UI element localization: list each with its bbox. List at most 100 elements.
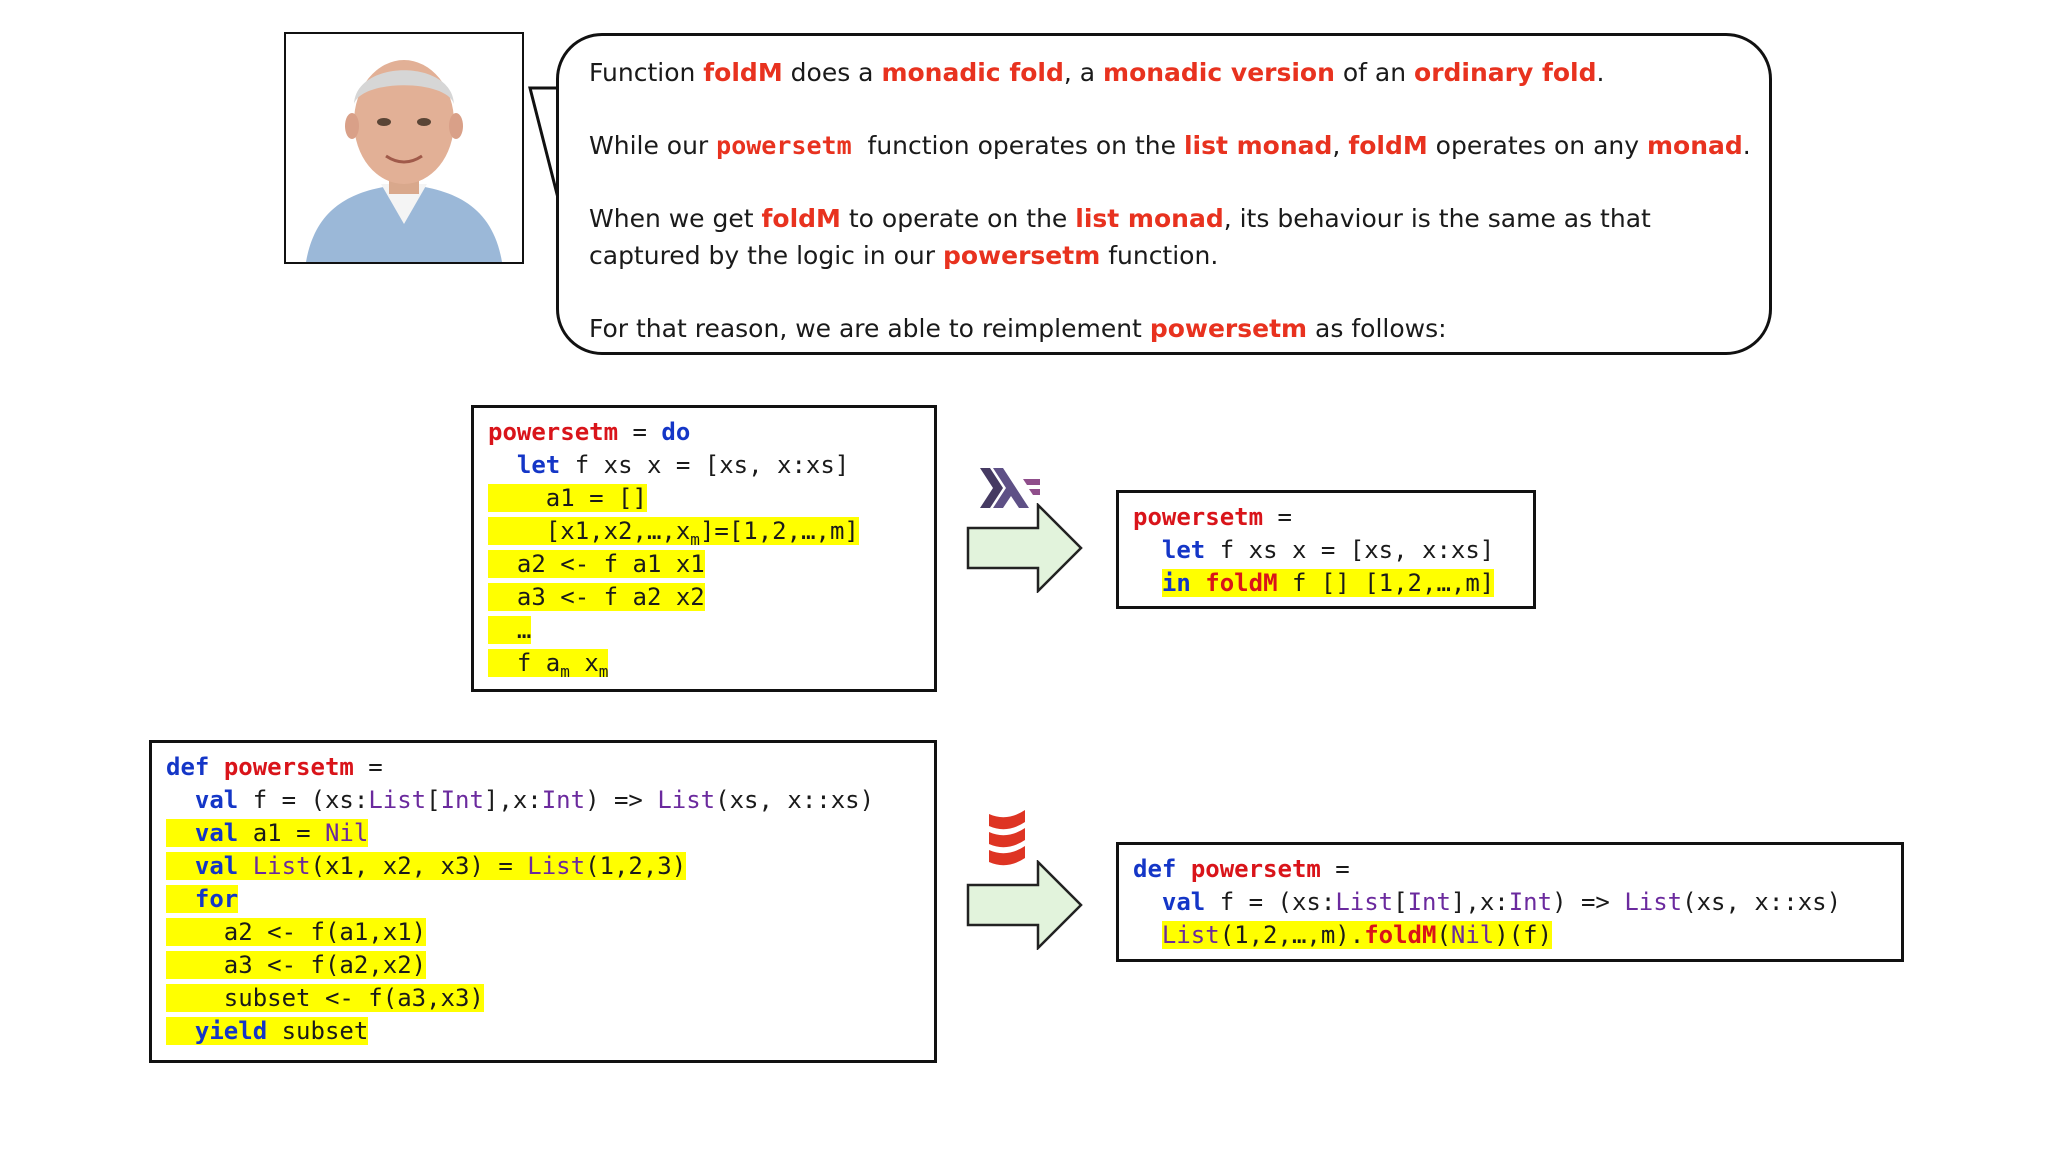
code-type: List: [1161, 921, 1220, 949]
code-type: Int: [541, 786, 586, 814]
code-highlighted: a3 <- f a2 x2: [488, 583, 705, 611]
code-keyword: yield: [194, 1017, 268, 1045]
code-function-name: powersetm: [223, 753, 354, 781]
code-text: =: [1320, 855, 1350, 883]
code-text: (x1, x2, x3) =: [310, 852, 528, 880]
code-type: List: [1624, 888, 1683, 916]
bubble-paragraph-2: While our powersetm function operates on…: [589, 127, 1759, 164]
haskell-code-before: powersetm = do let f xs x = [xs, x:xs] a…: [471, 405, 937, 692]
text: , its behaviour is the same as that capt…: [589, 204, 1651, 270]
code-text: ]=[1,2,…,m]: [699, 517, 859, 545]
code-highlighted: [x1,x2,…,xm]=[1,2,…,m]: [488, 517, 859, 549]
code-line: a2 <- f a1 x1: [488, 548, 934, 581]
text: as follows:: [1307, 314, 1447, 343]
code-type: Nil: [324, 819, 369, 847]
code-line: List(1,2,…,m).foldM(Nil)(f): [1133, 919, 1901, 952]
code-text: =: [618, 418, 662, 446]
code-line: for: [166, 883, 934, 916]
code-text: f xs x = [xs, x:xs]: [1205, 536, 1495, 564]
code-text: [238, 852, 252, 880]
text: .: [1596, 58, 1605, 87]
code-text: ) =>: [1552, 888, 1625, 916]
code-line: val f = (xs:List[Int],x:Int) => List(xs,…: [166, 784, 934, 817]
scala-code-before: def powersetm = val f = (xs:List[Int],x:…: [149, 740, 937, 1063]
code-type: List: [657, 786, 716, 814]
code-highlighted: a3 <- f(a2,x2): [166, 951, 427, 979]
text: does a: [782, 58, 882, 87]
code-text: (: [1436, 921, 1451, 949]
right-arrow-icon: [966, 860, 1083, 950]
code-text: =: [353, 753, 383, 781]
code-highlighted: a1 = []: [488, 484, 647, 512]
term-powersetm: powersetm: [716, 131, 852, 160]
code-highlighted: subset <- f(a3,x3): [166, 984, 484, 1012]
code-indent: [1133, 888, 1162, 916]
text: function.: [1100, 241, 1219, 270]
code-indent: [166, 819, 195, 847]
code-line: val f = (xs:List[Int],x:Int) => List(xs,…: [1133, 886, 1901, 919]
text: , a: [1063, 58, 1104, 87]
term-monad: monad: [1646, 131, 1743, 160]
text: operates on any: [1427, 131, 1647, 160]
term-powersetm: powersetm: [1149, 314, 1308, 343]
bubble-paragraph-3: When we get foldM to operate on the list…: [589, 200, 1759, 274]
code-function-name: powersetm: [1133, 503, 1264, 531]
text: .: [1742, 131, 1751, 160]
term-list-monad: list monad: [1075, 204, 1224, 233]
text: While our: [589, 131, 717, 160]
code-text: x: [569, 649, 599, 677]
code-keyword: val: [1161, 888, 1206, 916]
code-subscript: m: [560, 661, 570, 681]
term-foldM: foldM: [703, 58, 783, 87]
code-line: a1 = []: [488, 482, 934, 515]
code-text: (1,2,3): [585, 852, 687, 880]
code-highlighted: a2 <- f a1 x1: [488, 550, 705, 578]
text: of an: [1334, 58, 1415, 87]
code-text: [: [1393, 888, 1408, 916]
code-line: val a1 = Nil: [166, 817, 934, 850]
code-keyword: val: [194, 819, 239, 847]
code-indent: [166, 786, 195, 814]
code-line: powersetm =: [1133, 501, 1533, 534]
code-keyword: def: [1133, 855, 1177, 883]
code-keyword: let: [1161, 536, 1206, 564]
code-type: List: [368, 786, 427, 814]
code-keyword: for: [194, 885, 239, 913]
code-function-name: foldM: [1364, 921, 1437, 949]
term-monadic-version: monadic version: [1103, 58, 1335, 87]
term-foldM: foldM: [1348, 131, 1428, 160]
haskell-logo-icon: [980, 468, 1040, 508]
code-indent: [1133, 921, 1162, 949]
code-text: (1,2,…,m).: [1219, 921, 1365, 949]
code-keyword: do: [661, 418, 691, 446]
text: For that reason, we are able to reimplem…: [589, 314, 1150, 343]
right-arrow-icon: [966, 503, 1083, 593]
code-subscript: m: [598, 661, 609, 681]
code-line: let f xs x = [xs, x:xs]: [488, 449, 934, 482]
code-type: Nil: [1450, 921, 1495, 949]
code-keyword: val: [194, 786, 239, 814]
code-line: a3 <- f(a2,x2): [166, 949, 934, 982]
text: When we get: [589, 204, 762, 233]
code-text: [1191, 569, 1205, 597]
code-highlighted: a2 <- f(a1,x1): [166, 918, 427, 946]
code-line: subset <- f(a3,x3): [166, 982, 934, 1015]
code-function-name: powersetm: [1190, 855, 1321, 883]
bubble-text: Function foldM does a monadic fold, a mo…: [589, 54, 1759, 347]
code-text: f [] [1,2,…,m]: [1277, 569, 1495, 597]
code-text: =: [1263, 503, 1292, 531]
text: ,: [1332, 131, 1349, 160]
speech-bubble: Function foldM does a monadic fold, a mo…: [556, 33, 1772, 355]
term-powersetm: powersetm: [942, 241, 1101, 270]
code-line: f am xm: [488, 647, 934, 681]
code-highlighted: f am xm: [488, 649, 609, 681]
code-keyword: val: [194, 852, 239, 880]
code-text: [1176, 855, 1190, 883]
code-text: ],x:: [1450, 888, 1509, 916]
code-line: def powersetm =: [1133, 853, 1901, 886]
code-indent: [488, 451, 517, 479]
code-text: ],x:: [483, 786, 542, 814]
code-text: (xs, x::xs): [1682, 888, 1842, 916]
code-type: Int: [1407, 888, 1451, 916]
code-text: [x1,x2,…,x: [488, 517, 691, 545]
